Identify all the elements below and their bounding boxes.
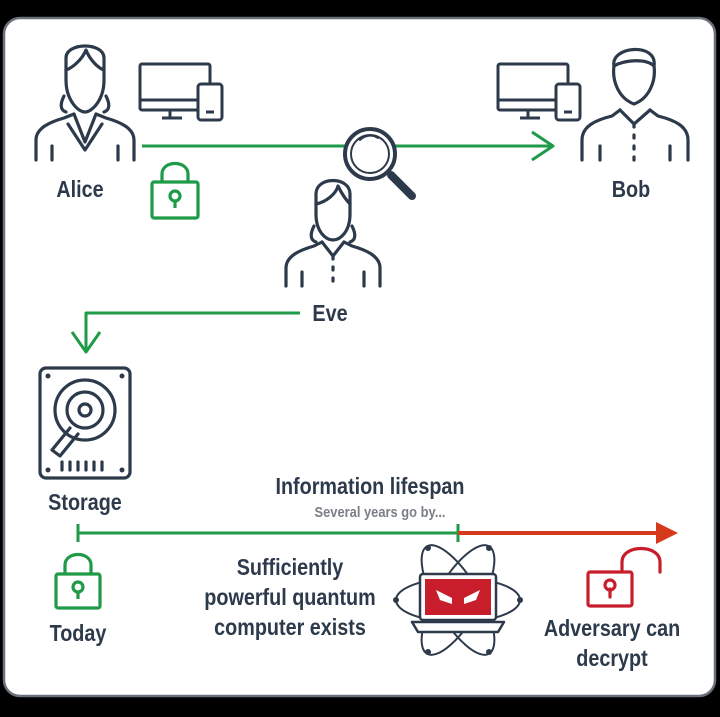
quantum-label-line2: powerful quantum [204, 584, 376, 610]
alice-label: Alice [56, 176, 104, 202]
adversary-label-line2: decrypt [576, 645, 648, 671]
eve-user-icon [284, 179, 382, 288]
quantum-computer-icon [393, 544, 523, 656]
quantum-label-line1: Sufficiently [236, 554, 344, 580]
diagram-frame [2, 16, 717, 698]
alice-devices-icon [138, 62, 224, 122]
alice-user-icon [34, 44, 136, 162]
bob-devices-icon [496, 62, 582, 122]
timeline [76, 522, 678, 544]
magnifier-icon [343, 127, 416, 200]
storage-label: Storage [48, 489, 122, 515]
unlocked-icon [586, 547, 662, 608]
hard-drive-icon [38, 366, 132, 480]
eve-label: Eve [312, 300, 348, 326]
quantum-label: Sufficiently powerful quantum computer e… [195, 552, 384, 642]
adversary-label-line1: Adversary can [543, 615, 681, 641]
bob-label: Bob [611, 176, 651, 202]
timeline-subtitle: Several years go by... [314, 504, 446, 521]
eve-to-storage-arrow [70, 311, 300, 354]
today-label: Today [49, 620, 107, 646]
adversary-label: Adversary can decrypt [535, 613, 690, 673]
alice-lock-icon [150, 161, 200, 220]
timeline-title: Information lifespan [275, 473, 465, 499]
bob-user-icon [580, 47, 690, 162]
timeline-arrowhead [656, 522, 678, 544]
today-lock-icon [54, 552, 102, 610]
quantum-label-line3: computer exists [214, 614, 366, 640]
